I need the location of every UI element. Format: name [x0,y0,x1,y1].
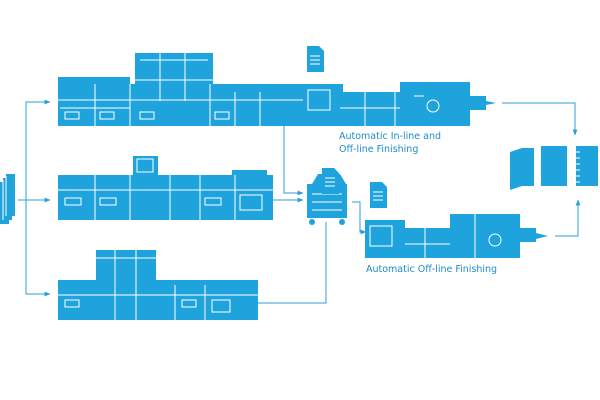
arrow-top-press-to-cart [283,110,304,196]
inline-finishing-caption-line2: Off-line Finishing [339,144,419,155]
arrow-bottom-press-to-cart [257,222,327,304]
spiral-bound-icon [576,146,598,186]
document-icon [541,146,567,186]
arrow-input-to-bottom-press [25,200,51,297]
document-icon [370,182,387,208]
inline-finishing-caption: Automatic In-line and Off-line Finishing [339,130,441,156]
arrow-offline-finisher-to-output [555,199,581,237]
document-icon [307,46,324,72]
inline-finishing-caption-line1: Automatic In-line and [339,131,442,142]
top-production-press [58,53,496,126]
arrow-cart-to-offline-finisher [352,201,367,235]
booklet-icon [510,148,534,190]
offline-finishing-caption: Automatic Off-line Finishing [366,264,498,275]
paper-stack-icon [0,174,15,224]
flow-connectors [18,99,581,304]
offline-finisher [365,214,548,258]
bottom-production-press [58,250,258,320]
arrow-input-to-top-press [18,99,51,201]
middle-production-press [58,156,273,220]
document-icon [322,168,339,194]
arrow-inline-finisher-to-output [502,102,578,136]
